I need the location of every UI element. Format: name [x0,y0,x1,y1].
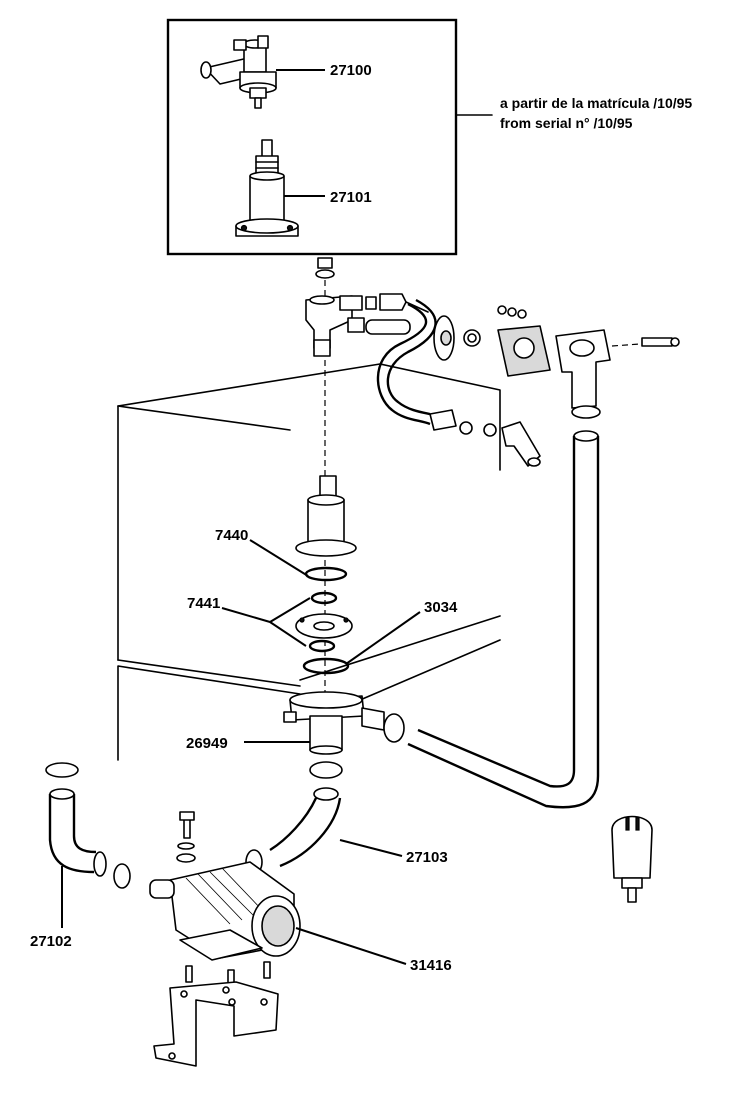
part-label-31416: 31416 [410,957,452,974]
serial-note-line-2: from serial n° /10/95 [500,115,633,131]
part-label-7440: 7440 [215,527,248,544]
cabinet-outline [117,363,501,761]
leader-7441 [221,597,311,624]
part-27100-drawing [200,35,325,109]
leader-lines [61,539,421,965]
inset-box [166,18,493,256]
part-label-27102: 27102 [30,933,72,950]
leader-3034 [345,611,421,665]
part-label-3034: 3034 [424,599,458,616]
leader-27103 [339,839,403,857]
part-27101-drawing [235,139,325,237]
part-label-27100: 27100 [330,62,372,79]
leader-7441-b [269,621,307,647]
pump-seal-stack [283,475,405,755]
hose-27102 [45,762,131,889]
part-label-27103: 27103 [406,849,448,866]
hose-27103 [245,761,343,875]
pump-motor-31416 [149,811,301,1067]
part-label-27101: 27101 [330,189,372,206]
part-label-7441: 7441 [187,595,220,612]
drain-pipe [407,405,601,809]
serial-note-line-1: a partir de la matrícula /10/95 [500,95,692,111]
float-switch [611,815,653,903]
leader-7440 [249,539,309,577]
part-label-26949: 26949 [186,735,228,752]
leader-31416 [295,927,407,965]
upper-valve-assembly [305,257,680,700]
